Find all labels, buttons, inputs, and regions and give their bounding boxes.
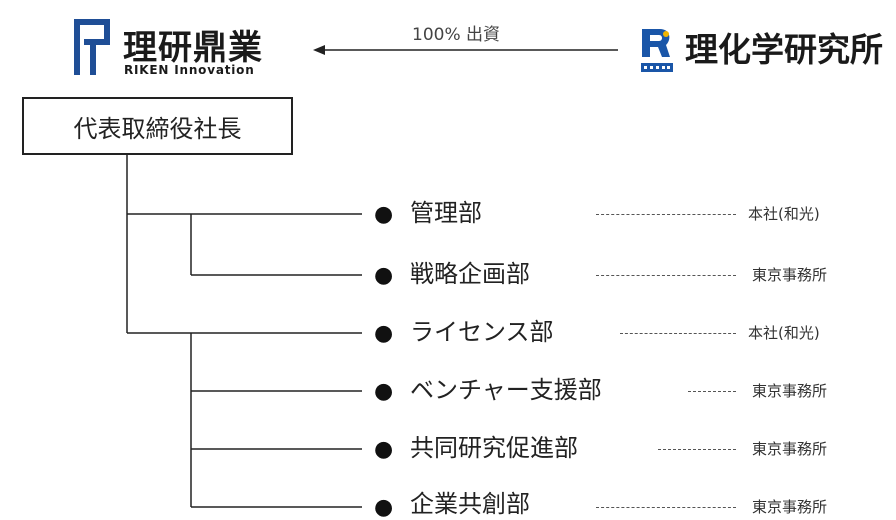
ceo-label: 代表取締役社長 [73,114,242,143]
dept-leader-line [596,275,736,276]
dept-leader-line [596,507,736,508]
dept-leader-line [620,333,736,334]
ceo-box: 代表取締役社長 [22,97,293,155]
dept-bullet: ● [374,263,394,288]
dept-bullet: ● [374,495,394,520]
dept-location: 東京事務所 [752,266,828,284]
dept-bullet: ● [374,321,394,346]
dept-bullet: ● [374,379,394,404]
dept-label-senryaku: 戦略企画部 [410,260,530,288]
dept-leader-line [658,449,736,450]
dept-location: 東京事務所 [752,440,828,458]
dept-leader-line [596,214,736,215]
riken-mark-icon [638,25,676,75]
dept-location: 東京事務所 [752,382,828,400]
dept-label-license: ライセンス部 [410,318,554,346]
arrow-left-icon [313,42,618,56]
dept-location: 本社(和光) [748,205,820,223]
dept-bullet: ● [374,437,394,462]
dept-label-venture: ベンチャー支援部 [410,376,602,404]
dept-location: 東京事務所 [752,498,828,516]
riken-logo-name: 理化学研究所 [685,30,883,69]
riken-innovation-logo-name: 理研鼎業 [123,28,263,68]
dept-location: 本社(和光) [748,324,820,342]
dept-label-kyodo: 共同研究促進部 [410,434,578,462]
riken-innovation-mark-icon [70,17,114,77]
riken-innovation-logo-subtitle: RIKEN Innovation [124,63,255,77]
dept-label-kanri: 管理部 [410,199,482,227]
dept-label-kigyo: 企業共創部 [410,490,530,518]
investment-label: 100% 出資 [412,25,501,45]
dept-leader-line [688,391,736,392]
dept-bullet: ● [374,202,394,227]
